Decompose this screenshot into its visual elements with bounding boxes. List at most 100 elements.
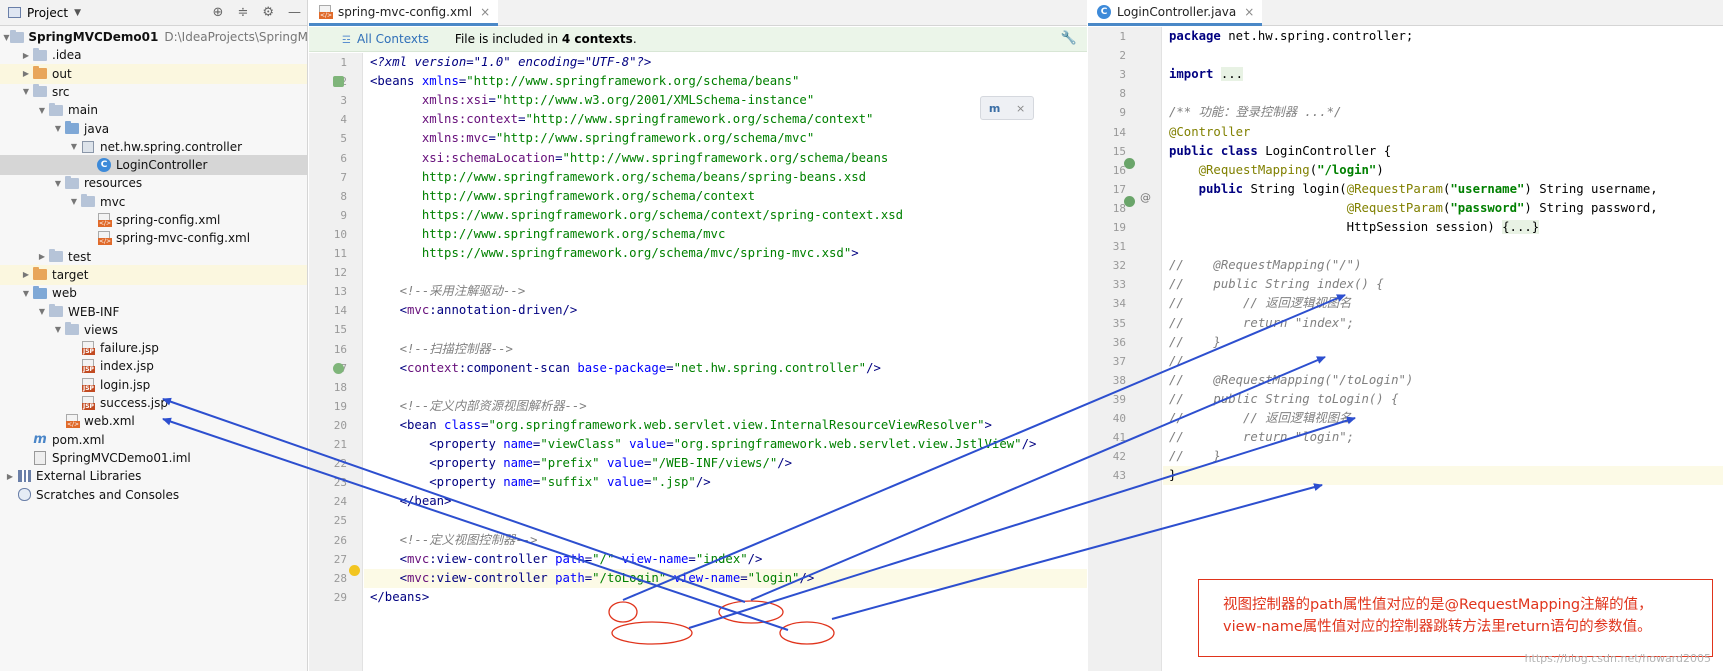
code-line: <beans xmlns="http://www.springframework… bbox=[370, 72, 799, 91]
chevron-down-icon[interactable]: ▼ bbox=[38, 307, 46, 316]
chevron-down-icon[interactable]: ▼ bbox=[3, 32, 10, 42]
code-token: value bbox=[606, 456, 644, 471]
explanation-note: 视图控制器的path属性值对应的是@RequestMapping注解的值， vi… bbox=[1198, 579, 1713, 657]
line-number: 18 bbox=[333, 380, 347, 394]
tree-item[interactable]: ▼WEB-INF bbox=[0, 302, 307, 322]
java-code-area[interactable]: package net.hw.spring.controller;import … bbox=[1163, 27, 1723, 671]
spring-mapping-icon[interactable] bbox=[1124, 196, 1135, 207]
tree-item[interactable]: ▼net.hw.spring.controller bbox=[0, 137, 307, 157]
code-token: // public String index() { bbox=[1169, 277, 1384, 292]
code-token: </bean> bbox=[399, 494, 452, 509]
close-icon[interactable]: × bbox=[480, 4, 491, 19]
tree-item[interactable]: ▶target bbox=[0, 264, 307, 285]
code-token: "http://www.springframework.org/schema/c… bbox=[525, 112, 874, 127]
line-number: 21 bbox=[333, 438, 347, 451]
chevron-right-icon[interactable]: ▶ bbox=[38, 252, 46, 262]
chevron-down-icon[interactable]: ▼ bbox=[54, 178, 62, 188]
annotation-marker-icon[interactable]: @ bbox=[1140, 191, 1151, 204]
chevron-right-icon[interactable]: ▶ bbox=[22, 69, 30, 79]
tree-item[interactable]: ▶.idea bbox=[0, 45, 307, 65]
code-token: ) String password, bbox=[1524, 200, 1658, 215]
code-line: // @RequestMapping("/") bbox=[1169, 256, 1362, 275]
tree-item[interactable]: Scratches and Consoles bbox=[0, 485, 307, 505]
tree-item[interactable]: spring-mvc-config.xml bbox=[0, 228, 307, 248]
tree-item[interactable]: ▶External Libraries bbox=[0, 466, 307, 486]
maven-reload-popup: m × bbox=[980, 96, 1034, 120]
code-token: xmlns:mvc bbox=[421, 131, 489, 146]
spring-bean-icon[interactable] bbox=[333, 76, 344, 87]
chevron-down-icon[interactable]: ▼ bbox=[22, 87, 30, 97]
tree-item[interactable]: failure.jsp bbox=[0, 338, 307, 358]
code-token bbox=[370, 437, 429, 451]
tree-item-label: login.jsp bbox=[100, 377, 151, 392]
chevron-down-icon[interactable]: ▼ bbox=[38, 105, 46, 115]
locate-icon[interactable]: ⊕ bbox=[212, 5, 224, 20]
folder-icon bbox=[48, 102, 64, 117]
tree-item[interactable]: ▶test bbox=[0, 247, 307, 267]
folder-icon bbox=[32, 84, 48, 99]
chevron-down-icon[interactable]: ▼ bbox=[70, 197, 78, 207]
wrench-icon[interactable]: 🔧 bbox=[1060, 31, 1077, 46]
code-token: mvc bbox=[407, 570, 430, 585]
all-contexts-link[interactable]: All Contexts bbox=[342, 32, 429, 46]
tree-item[interactable]: index.jsp bbox=[0, 356, 307, 376]
tree-item[interactable]: ▼main bbox=[0, 100, 307, 120]
chevron-down-icon[interactable]: ▼ bbox=[54, 325, 62, 335]
xml-code-area[interactable]: <?xml version="1.0" encoding="UTF-8"?><b… bbox=[364, 53, 1087, 671]
code-line: // } bbox=[1169, 333, 1221, 352]
xml-line-gutter: 1234567891011121314151617181920212223242… bbox=[309, 53, 363, 671]
tree-item-label: Scratches and Consoles bbox=[36, 487, 180, 502]
code-token bbox=[370, 571, 400, 585]
line-number: 42 bbox=[1112, 450, 1126, 464]
tree-item[interactable]: SpringMVCDemo01.iml bbox=[0, 448, 307, 468]
tree-item[interactable]: ▶out bbox=[0, 63, 307, 84]
spring-scan-icon[interactable] bbox=[333, 363, 344, 374]
tree-item[interactable]: success.jsp bbox=[0, 393, 307, 413]
tree-item[interactable]: ▼resources bbox=[0, 173, 307, 193]
tab-spring-mvc-config[interactable]: spring-mvc-config.xml × bbox=[309, 0, 499, 26]
tree-item[interactable]: spring-config.xml bbox=[0, 210, 307, 230]
chevron-down-icon[interactable]: ▼ bbox=[54, 124, 62, 133]
code-token: @RequestMapping bbox=[1198, 162, 1310, 177]
project-view-selector[interactable]: Project bbox=[27, 5, 69, 20]
chevron-right-icon[interactable]: ▶ bbox=[6, 471, 14, 481]
code-token: mvc bbox=[407, 303, 430, 318]
maven-reload-icon[interactable]: m bbox=[988, 101, 1001, 115]
tree-item-label: web.xml bbox=[84, 414, 135, 429]
code-token: <property bbox=[429, 437, 504, 451]
current-line-highlight bbox=[1163, 466, 1723, 486]
hide-icon[interactable]: — bbox=[288, 5, 301, 20]
code-token bbox=[370, 475, 429, 489]
code-token: xmlns bbox=[421, 74, 459, 89]
chevron-down-icon[interactable]: ▼ bbox=[70, 142, 78, 152]
code-token: ( bbox=[1442, 181, 1451, 196]
collapse-all-icon[interactable]: ≑ bbox=[237, 5, 249, 20]
chevron-down-icon[interactable]: ▼ bbox=[74, 7, 81, 18]
tree-item[interactable]: ▼src bbox=[0, 82, 307, 102]
code-line: <!--定义视图控制器--> bbox=[370, 531, 538, 550]
chevron-right-icon[interactable]: ▶ bbox=[22, 270, 30, 280]
chevron-down-icon[interactable]: ▼ bbox=[22, 288, 30, 298]
tree-item[interactable]: ▼views bbox=[0, 320, 307, 340]
lightbulb-icon[interactable] bbox=[349, 565, 360, 576]
tree-item[interactable]: ▼web bbox=[0, 283, 307, 303]
tree-item[interactable]: web.xml bbox=[0, 411, 307, 431]
tree-item[interactable]: ▼java bbox=[0, 119, 307, 139]
tab-login-controller[interactable]: C LoginController.java × bbox=[1088, 0, 1263, 26]
close-icon[interactable]: × bbox=[1244, 4, 1255, 19]
code-token: "http://www.springframework.org/schema/m… bbox=[495, 131, 815, 146]
gear-icon[interactable]: ⚙ bbox=[262, 5, 274, 20]
tree-item[interactable]: login.jsp bbox=[0, 375, 307, 395]
code-token: name bbox=[503, 437, 533, 451]
spring-controller-icon[interactable] bbox=[1124, 158, 1135, 169]
close-icon[interactable]: × bbox=[1015, 101, 1026, 115]
code-token: http://www.springframework.org/schema/be… bbox=[421, 169, 867, 184]
chevron-right-icon[interactable]: ▶ bbox=[22, 50, 30, 60]
project-header: Project ▼ ⊕ ≑ ⚙ — bbox=[0, 0, 307, 26]
tree-item[interactable]: ▼mvc bbox=[0, 192, 307, 212]
line-number: 4 bbox=[340, 113, 347, 127]
code-line: <mvc:annotation-driven/> bbox=[370, 301, 578, 320]
